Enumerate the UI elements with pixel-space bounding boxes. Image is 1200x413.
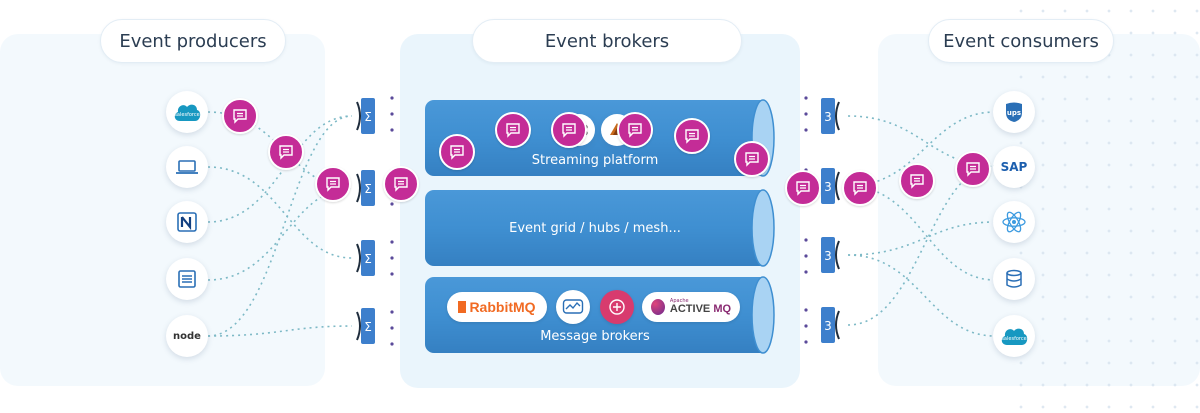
activemq-label: ACTIVE xyxy=(669,303,711,315)
document-list-icon xyxy=(166,258,208,300)
streaming-platform-label: Streaming platform xyxy=(531,153,659,168)
ups-icon: ups xyxy=(993,91,1035,133)
rabbitmq-icon xyxy=(458,301,467,313)
svg-text:salesforce: salesforce xyxy=(174,112,199,118)
svg-text:3: 3 xyxy=(824,180,832,194)
salesforce-consumer-icon: salesforce xyxy=(993,315,1035,357)
database-icon xyxy=(993,258,1035,300)
svg-text:Σ: Σ xyxy=(364,252,372,266)
right-connector-icon-4: 3 xyxy=(815,303,841,347)
svg-text:3: 3 xyxy=(824,249,832,263)
svg-text:Σ: Σ xyxy=(364,320,372,334)
event-message-icon xyxy=(617,112,653,148)
pulse-monitor-icon xyxy=(556,290,590,324)
event-message-icon xyxy=(268,134,304,170)
event-message-icon xyxy=(495,112,531,148)
svg-text:Σ: Σ xyxy=(364,182,372,196)
left-connector-icon-2: Σ xyxy=(355,166,381,210)
event-brokers-title: Event brokers xyxy=(472,19,742,63)
laptop-icon xyxy=(166,146,208,188)
message-brokers-label: Message brokers xyxy=(540,329,650,344)
nintex-icon xyxy=(166,201,208,243)
right-connector-icon-1: 3 xyxy=(815,94,841,138)
event-message-icon xyxy=(222,98,258,134)
rabbitmq-label: RabbitMQ xyxy=(469,299,536,315)
producers-panel xyxy=(0,34,325,386)
svg-text:SAP: SAP xyxy=(1001,160,1028,174)
event-message-icon xyxy=(842,170,878,206)
salesforce-icon: salesforce xyxy=(166,91,208,133)
svg-text:3: 3 xyxy=(824,319,832,333)
left-connector-icon-1: Σ xyxy=(355,94,381,138)
activemq-logo: Apache ACTIVE MQ xyxy=(642,292,740,322)
svg-text:node: node xyxy=(173,331,201,342)
event-consumers-title: Event consumers xyxy=(928,19,1114,63)
event-grid-label: Event grid / hubs / mesh... xyxy=(509,221,681,236)
nats-broker-icon xyxy=(600,290,634,324)
event-message-icon xyxy=(785,170,821,206)
activemq-suffix: MQ xyxy=(713,303,732,315)
right-connector-icon-2: 3 xyxy=(815,164,841,208)
decorative-dot-grid xyxy=(1010,0,1200,413)
react-icon xyxy=(993,201,1035,243)
left-connector-icon-3: Σ xyxy=(355,236,381,280)
rabbitmq-logo: RabbitMQ xyxy=(447,292,547,322)
grid-tube xyxy=(425,189,775,267)
event-message-icon xyxy=(674,118,710,154)
event-message-icon xyxy=(734,141,770,177)
activemq-prefix: Apache xyxy=(669,298,689,304)
event-message-icon xyxy=(383,166,419,202)
activemq-feather-icon xyxy=(650,299,665,315)
event-message-icon xyxy=(315,166,351,202)
right-connector-icon-3: 3 xyxy=(815,233,841,277)
event-message-icon xyxy=(551,112,587,148)
left-connector-icon-4: Σ xyxy=(355,304,381,348)
event-message-icon xyxy=(955,151,991,187)
event-message-icon xyxy=(899,163,935,199)
event-message-icon xyxy=(439,134,475,170)
event-producers-title: Event producers xyxy=(100,19,286,63)
sap-icon: SAP xyxy=(993,146,1035,188)
nodejs-icon: node xyxy=(166,315,208,357)
svg-text:ups: ups xyxy=(1007,109,1021,117)
svg-text:Σ: Σ xyxy=(364,110,372,124)
svg-text:3: 3 xyxy=(824,110,832,124)
svg-text:salesforce: salesforce xyxy=(1001,336,1026,342)
